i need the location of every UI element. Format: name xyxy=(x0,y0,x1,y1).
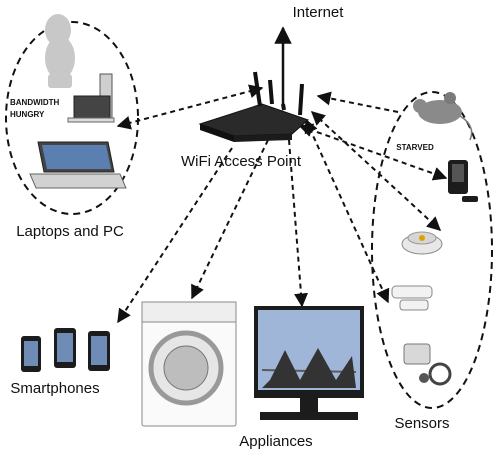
creature-icon xyxy=(45,14,75,88)
smartphone-icon xyxy=(21,328,110,372)
meter-sensor-icon xyxy=(403,343,452,386)
sensors-label: Sensors xyxy=(394,415,449,432)
laptops-label: Laptops and PC xyxy=(16,223,124,240)
door-sensor-icon xyxy=(391,285,433,311)
washing-machine-icon xyxy=(141,301,237,427)
desktop-pc-icon xyxy=(67,73,115,123)
bandwidth-hungry-line1: BANDWIDTH xyxy=(10,98,60,107)
sensors-group-ellipse xyxy=(371,91,493,409)
link-mouse-sensor xyxy=(316,91,399,113)
appliances-label: Appliances xyxy=(239,433,312,450)
router-icon xyxy=(198,71,309,142)
link-sensor-4 xyxy=(298,123,448,181)
link-smartphones xyxy=(117,147,233,324)
starved-label: STARVED xyxy=(396,143,434,152)
link-laptops xyxy=(116,84,264,130)
link-washer xyxy=(191,139,269,300)
smoke-detector-icon xyxy=(401,231,443,255)
sensor-icon xyxy=(448,160,478,202)
laptop-icon xyxy=(29,141,127,189)
internet-label: Internet xyxy=(293,4,345,21)
mouse-icon xyxy=(413,92,473,141)
link-tv xyxy=(288,139,308,308)
access-point-label: WiFi Access Point xyxy=(181,153,302,170)
smartphones-label: Smartphones xyxy=(10,380,99,397)
bandwidth-hungry-line2: HUNGRY xyxy=(10,110,45,119)
link-sensor-2 xyxy=(310,111,442,231)
link-sensor-3 xyxy=(304,118,390,304)
television-icon xyxy=(254,306,364,420)
